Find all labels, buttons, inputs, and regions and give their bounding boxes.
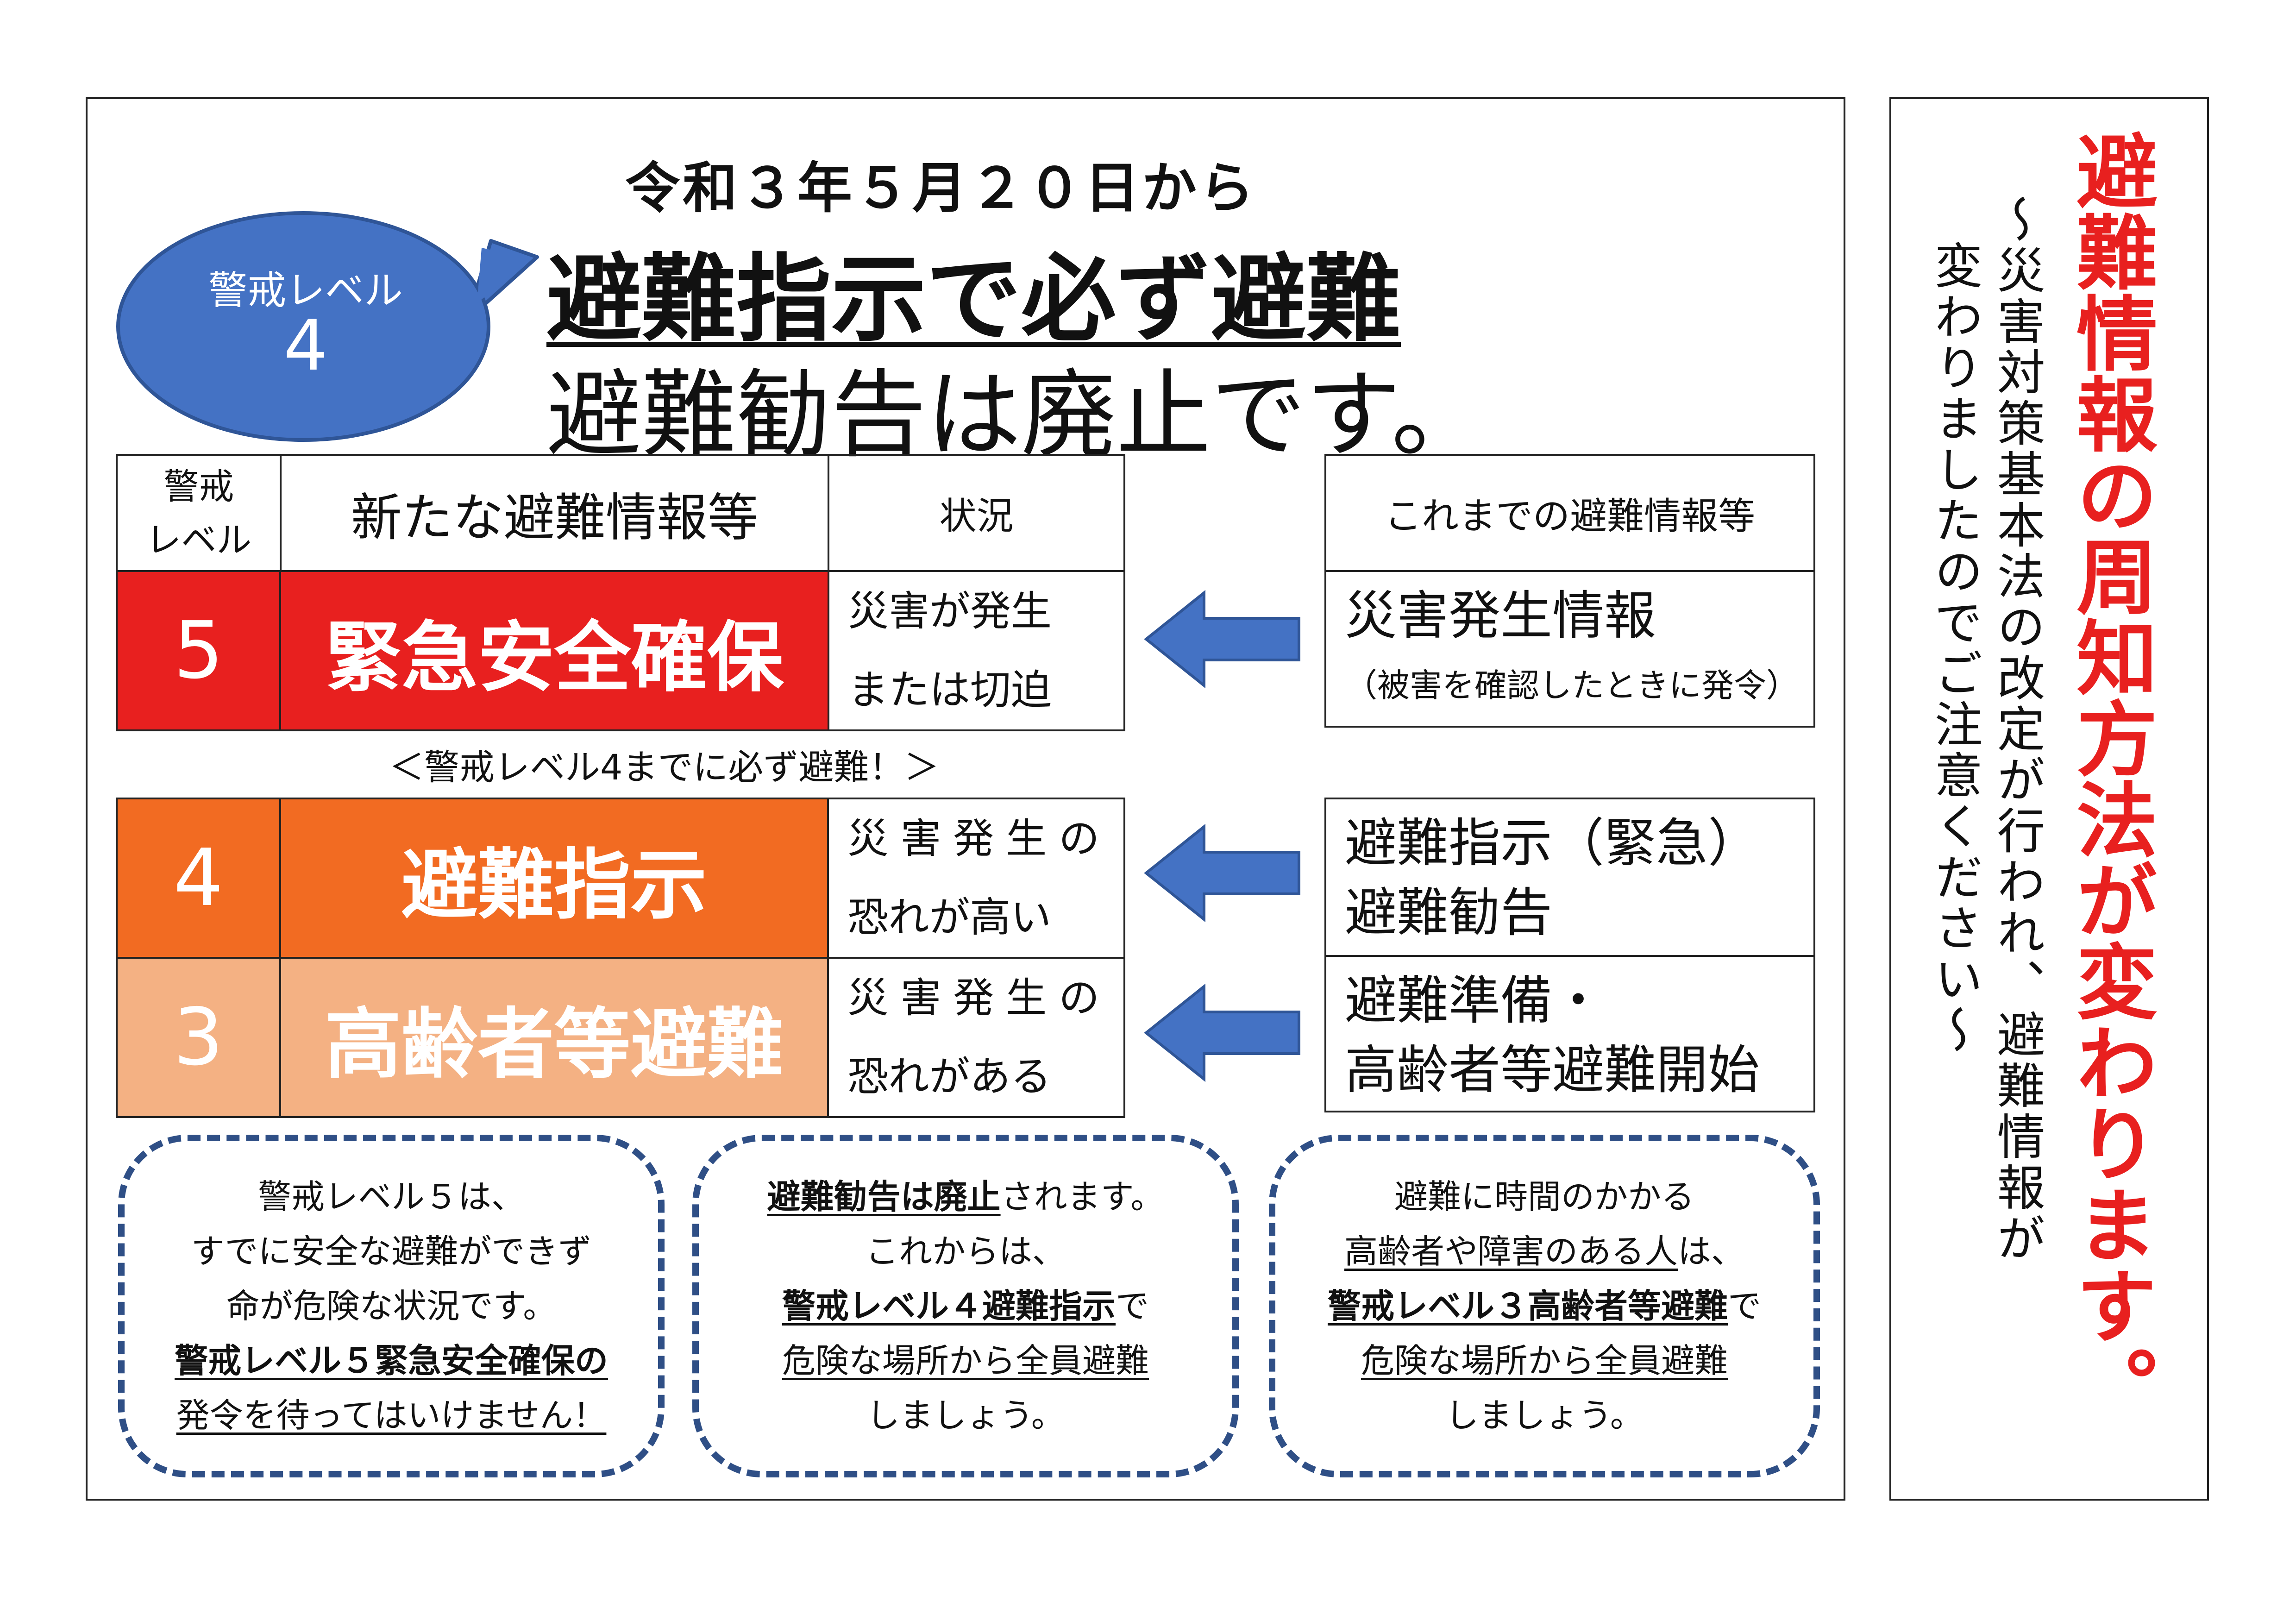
header-situation-cell: 状況 [828,454,1125,572]
note-2-line-3: 警戒レベル４避難指示で [782,1279,1149,1333]
old-info-level-5: 災害発生情報 （被害を確認したときに発令） [1324,570,1815,728]
level-5-number: 5 [173,605,224,697]
level-4-number: 4 [173,832,224,924]
side-subtitle-line-2: 変わりましたのでご注意ください～ [1926,241,1982,1056]
level-5-number-cell: 5 [115,570,282,731]
note-2-line-1b: されます。 [1000,1177,1164,1216]
note-box-abolished: 避難勧告は廃止されます。 これからは、 警戒レベル４避難指示で 危険な場所から全… [692,1135,1239,1477]
note-1-line-5: 発令を待ってはいけません！ [176,1396,607,1435]
level-3-name: 高齢者等避難 [325,999,784,1089]
old-info-level-3: 避難準備・ 高齢者等避難開始 [1324,955,1815,1112]
note-3-line-2b: は、 [1678,1232,1745,1271]
note-2-line-1: 避難勧告は廃止されます。 [767,1169,1164,1224]
note-3-line-2a: 高齢者や障害のある人 [1344,1232,1678,1271]
level-5-situation-2: または切迫 [848,666,1052,714]
level-5-name: 緊急安全確保 [325,613,784,702]
effective-date: 令和３年５月２０日から [625,156,1257,220]
level-4-situation-2: 恐れが高い [847,893,1052,941]
note-2-line-3a: 警戒レベル４避難指示 [782,1287,1116,1326]
old-info-header-text: これまでの避難情報等 [1385,494,1755,538]
level-3-situation-2: 恐れがある [847,1053,1052,1100]
note-1-line-4: 警戒レベル５緊急安全確保の [174,1341,608,1380]
old-info-level-3-line2: 高齢者等避難開始 [1345,1040,1760,1100]
header-new-cell: 新たな避難情報等 [280,454,830,572]
old-info-level-5-line1: 災害発生情報 [1345,586,1656,646]
header-level-cell: 警戒 レベル [115,454,282,572]
note-3-line-5: しましょう。 [1445,1396,1644,1435]
note-3-line-1: 避難に時間のかかる [1394,1177,1694,1216]
levels-header-table: 警戒 レベル 新たな避難情報等 状況 [115,454,1125,572]
note-1-line-3: 命が危険な状況です。 [226,1287,557,1326]
level-5-row: 5 緊急安全確保 災害が発生 または切迫 [115,570,1125,731]
old-info-level-4: 避難指示（緊急） 避難勧告 [1324,798,1815,957]
note-2-line-5: しましょう。 [866,1396,1065,1435]
level-3-number: 3 [173,992,224,1083]
level-3-situation-cell: 災害発生の 恐れがある [827,957,1125,1118]
note-2-line-4: 危険な場所から全員避難 [782,1341,1149,1380]
note-2-line-1a: 避難勧告は廃止 [767,1177,1001,1216]
level-5-name-cell: 緊急安全確保 [279,570,830,731]
level-4-number-cell: 4 [116,798,281,959]
bubble-label: 警戒レベル [208,268,403,313]
level-5-situation-1: 災害が発生 [848,587,1052,635]
side-panel [1889,97,2209,1501]
note-1-line-2: すでに安全な避難ができず [191,1232,592,1271]
note-1-line-1: 警戒レベル５は、 [257,1177,525,1216]
old-info-header: これまでの避難情報等 [1324,454,1815,572]
header-situation: 状況 [939,494,1014,538]
headline-sub: 避難勧告は廃止です。 [546,360,1487,471]
header-new-info: 新たな避難情報等 [351,488,759,547]
old-info-level-4-line2: 避難勧告 [1345,883,1552,943]
note-3-line-3b: で [1728,1287,1762,1326]
evacuate-by-level-4-note: ＜警戒レベル4までに必ず避難！＞ [389,747,940,788]
side-title: 避難情報の周知方法が変わります。 [2063,130,2157,1426]
note-3-line-2: 高齢者や障害のある人は、 [1344,1224,1744,1279]
header-level-line1: 警戒 [163,465,234,507]
note-box-elderly: 避難に時間のかかる 高齢者や障害のある人は、 警戒レベル３高齢者等避難で 危険な… [1269,1135,1820,1477]
level-4-3-table: 4 避難指示 災害発生の 恐れが高い 3 高齢者等避難 災害発生の 恐れがある [116,798,1125,1118]
level-4-situation-cell: 災害発生の 恐れが高い [827,798,1125,959]
note-box-level-5: 警戒レベル５は、 すでに安全な避難ができず 命が危険な状況です。 警戒レベル５緊… [118,1135,665,1477]
old-info-level-3-line1: 避難準備・ [1345,971,1604,1031]
level-3-situation-1: 災害発生の [847,974,1112,1022]
note-2-line-3b: で [1116,1287,1149,1326]
bubble-level-number: 4 [283,306,328,386]
level-4-name: 避難指示 [401,840,707,930]
note-2-line-2: これからは、 [865,1232,1066,1271]
old-info-level-5-line2: （被害を確認したときに発令） [1345,666,1799,704]
note-3-line-3: 警戒レベル３高齢者等避難で [1328,1279,1761,1333]
level-5-situation-cell: 災害が発生 または切迫 [828,570,1125,731]
level-3-name-cell: 高齢者等避難 [279,957,829,1118]
header-level-line2: レベル [146,519,252,560]
arrow-left-icon [1144,590,1300,689]
level-3-number-cell: 3 [116,957,281,1118]
level-4-situation-1: 災害発生の [847,815,1112,862]
headline-main: 避難指示で必ず避難 [546,245,1401,355]
side-subtitle-line-1: ～災害対策基本法の改定が行われ、避難情報が [1989,195,2045,1264]
speech-bubble [116,211,539,442]
level-4-name-cell: 避難指示 [279,798,829,959]
arrow-left-icon [1144,823,1300,923]
arrow-left-icon [1144,983,1300,1082]
old-info-level-4-line1: 避難指示（緊急） [1345,813,1760,873]
note-3-line-3a: 警戒レベル３高齢者等避難 [1327,1287,1728,1326]
note-3-line-4: 危険な場所から全員避難 [1361,1341,1728,1380]
